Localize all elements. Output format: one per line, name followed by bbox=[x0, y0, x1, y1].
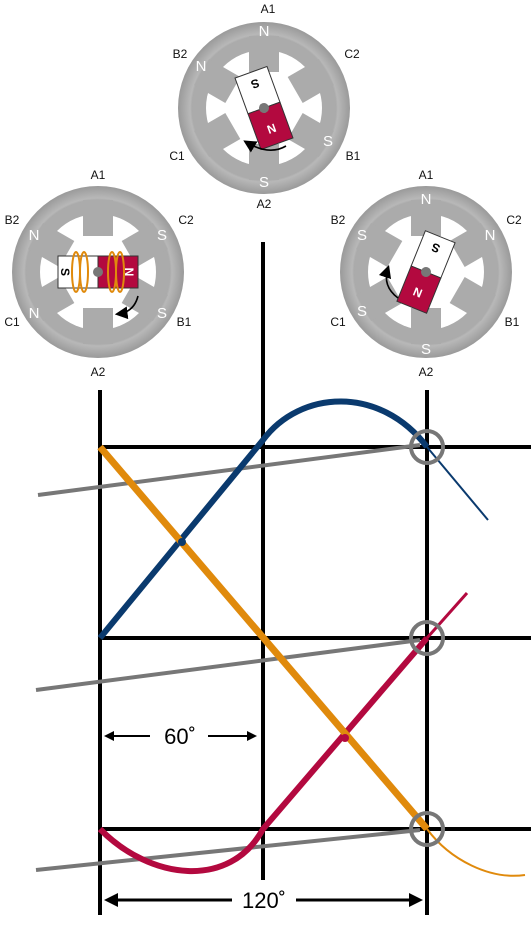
pole-label: S bbox=[259, 174, 269, 191]
step-marker-circle bbox=[409, 620, 445, 656]
coil-label-c1: C1 bbox=[330, 315, 346, 329]
coil-label-b1: B1 bbox=[505, 315, 520, 329]
coil-label-b1: B1 bbox=[177, 315, 192, 329]
dimension-120: 120˚ bbox=[104, 888, 423, 913]
phase-line-orange bbox=[97, 444, 430, 832]
phase-tail-orange bbox=[426, 828, 526, 877]
motor-left: N N S S S N bbox=[12, 186, 184, 358]
motor-top: N N S S S N bbox=[178, 22, 350, 194]
arrowhead-left-icon bbox=[104, 731, 114, 741]
pole-label: S bbox=[157, 227, 167, 244]
magnet-north-label: N bbox=[122, 268, 136, 277]
rotation-arrow bbox=[243, 140, 287, 153]
rotation-arrow bbox=[378, 264, 399, 299]
pole-label: N bbox=[29, 305, 40, 322]
step-marker-circle bbox=[409, 811, 445, 847]
step-markers bbox=[409, 429, 445, 847]
angle-label-60: 60˚ bbox=[164, 724, 196, 749]
rotor-magnet: S N bbox=[57, 255, 139, 289]
rotor-magnet: S N bbox=[234, 65, 294, 151]
arrowhead-right-icon bbox=[247, 731, 257, 741]
coil-label-b2: B2 bbox=[331, 213, 346, 227]
coil-label-a2: A2 bbox=[91, 365, 106, 379]
phase-tail-red bbox=[425, 592, 469, 639]
phase-curve-blue bbox=[97, 398, 430, 640]
reference-lines bbox=[35, 443, 421, 872]
reference-line bbox=[35, 828, 421, 872]
dimension-60: 60˚ bbox=[104, 724, 257, 749]
arrowhead-right-icon bbox=[409, 893, 423, 907]
step-marker-circle bbox=[409, 429, 445, 465]
pole-label: S bbox=[421, 341, 431, 358]
coil-label-b2: B2 bbox=[173, 47, 188, 61]
pole-label: S bbox=[323, 133, 333, 150]
intersection-dot bbox=[178, 538, 186, 546]
coil-label-c2: C2 bbox=[344, 47, 360, 61]
coil-label-b1: B1 bbox=[346, 149, 361, 163]
coil-label-b2: B2 bbox=[5, 213, 20, 227]
coil-label-a1: A1 bbox=[91, 168, 106, 182]
coil-label-c2: C2 bbox=[506, 213, 522, 227]
reference-line bbox=[35, 638, 421, 692]
coil-label-c2: C2 bbox=[178, 213, 194, 227]
coil-windings bbox=[71, 251, 125, 293]
pole-label: N bbox=[196, 58, 207, 75]
rotor-magnet: S N bbox=[396, 230, 456, 314]
phase-curve-red bbox=[97, 636, 430, 875]
intersection-dot bbox=[341, 734, 349, 742]
pole-label: N bbox=[485, 227, 496, 244]
coil-label-a1: A1 bbox=[261, 2, 276, 16]
pole-label: N bbox=[259, 23, 270, 40]
coil-label-a2: A2 bbox=[419, 365, 434, 379]
pole-label: N bbox=[421, 191, 432, 208]
coil-label-c1: C1 bbox=[169, 149, 185, 163]
reference-line bbox=[37, 443, 421, 497]
angle-label-120: 120˚ bbox=[242, 888, 286, 913]
coil-label-a1: A1 bbox=[419, 168, 434, 182]
coil-label-c1: C1 bbox=[4, 315, 20, 329]
pole-label: S bbox=[157, 305, 167, 322]
arrowhead-left-icon bbox=[104, 893, 118, 907]
coil-label-a2: A2 bbox=[257, 197, 272, 211]
pole-label: N bbox=[29, 227, 40, 244]
magnet-south-label: S bbox=[58, 268, 72, 276]
motor-right: N N S S S S N bbox=[340, 186, 512, 358]
pole-label: S bbox=[357, 227, 367, 244]
pole-label: S bbox=[357, 303, 367, 320]
rotation-arrow bbox=[114, 295, 139, 320]
